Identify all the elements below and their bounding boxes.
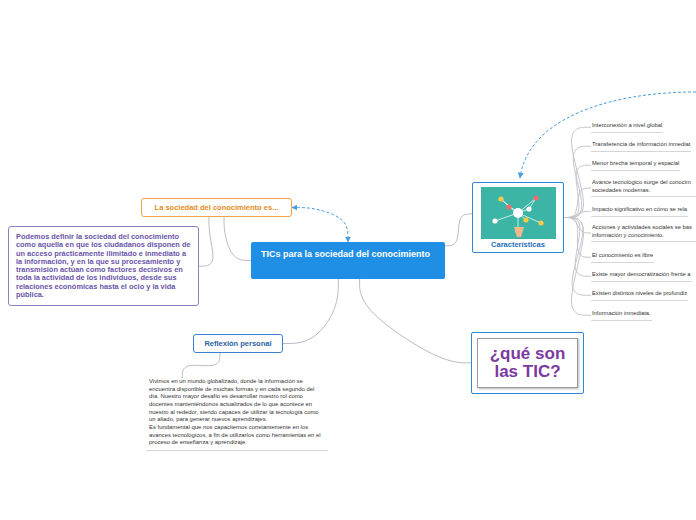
branch-line <box>564 127 591 217</box>
illustration-ground <box>481 187 556 239</box>
dashed-relation <box>292 208 348 243</box>
main-topic: La sociedad del conocimiento es... <box>141 198 292 217</box>
node-text: TICs para la sociedad del conocimiento <box>261 249 435 260</box>
branch-line <box>224 217 251 261</box>
hand-shape <box>514 227 524 237</box>
node-text: Impacto significativo en cómo se rela <box>592 206 687 214</box>
dashed-relation <box>520 92 696 178</box>
branch-line <box>564 218 591 296</box>
node-text: ¿qué son las TIC? <box>477 338 578 388</box>
network-dot <box>523 217 528 222</box>
subtopic: Avance tecnológico surge del conocim soc… <box>591 179 696 197</box>
node-text: Información inmediata. <box>592 310 651 318</box>
branch-line <box>182 353 220 378</box>
image-topic: ¿qué son las TIC? <box>471 332 584 394</box>
node-text: El conocimiento es libre <box>592 252 653 260</box>
network-dot <box>533 195 538 200</box>
node-text: Transferencia de información inmediat <box>592 141 690 149</box>
branch-line <box>564 146 591 217</box>
definition-box: Podemos definir la sociedad del conocimi… <box>8 226 199 306</box>
node-text: Podemos definir la sociedad del conocimi… <box>16 233 191 299</box>
node-text: Menor brecha temporal y espacial <box>592 160 679 168</box>
node-text: Acciones y actividades sociales se bas i… <box>592 224 696 239</box>
network-illustration <box>481 187 556 239</box>
subtopic: Existen distintos niveles de profundiz <box>591 290 688 301</box>
branch-line <box>564 165 591 217</box>
image-topic: Características <box>472 182 564 253</box>
node-text: Es fundamental que nos capacitemos const… <box>149 424 325 447</box>
central-topic: TICs para la sociedad del conocimiento <box>251 242 445 279</box>
network-dot <box>526 206 531 211</box>
branch-line <box>360 279 471 363</box>
branch-line <box>199 217 213 266</box>
network-dot <box>513 208 523 218</box>
node-text: Existe mayor democratización frente a <box>592 271 691 279</box>
main-topic: Reflexión personal <box>193 334 283 353</box>
branch-line <box>445 214 472 246</box>
subtopic: Información inmediata. <box>591 310 652 321</box>
subtopic: Existe mayor democratización frente a <box>591 271 692 282</box>
node-text: Existen distintos niveles de profundiz <box>592 290 687 298</box>
subtopic: Interconexión a nivel global <box>591 122 663 133</box>
subtopic: Transferencia de información inmediat <box>591 141 691 152</box>
branch-line <box>564 218 591 258</box>
node-text: La sociedad del conocimiento es... <box>150 203 283 212</box>
branch-line <box>564 218 591 316</box>
branch-line <box>564 211 591 217</box>
node-text: Características <box>476 240 560 249</box>
node-text: Vivimos en un mundo globalizado, donde l… <box>149 378 325 424</box>
branch-line <box>564 188 591 217</box>
network-dot <box>538 220 543 225</box>
network-dot <box>498 196 503 201</box>
node-text: Interconexión a nivel global <box>592 122 662 130</box>
subtopic: Impacto significativo en cómo se rela <box>591 206 688 217</box>
branch-line <box>283 279 338 344</box>
network-dot <box>492 218 497 223</box>
node-text: Reflexión personal <box>202 339 274 348</box>
node-text: Avance tecnológico surge del conocim soc… <box>592 179 696 194</box>
subtopic: Menor brecha temporal y espacial <box>591 160 680 171</box>
subtopic: El conocimiento es libre <box>591 252 654 263</box>
network-dot <box>506 204 511 209</box>
subtopic: Acciones y actividades sociales se bas i… <box>591 224 696 242</box>
note-text: Vivimos en un mundo globalizado, donde l… <box>146 378 328 451</box>
